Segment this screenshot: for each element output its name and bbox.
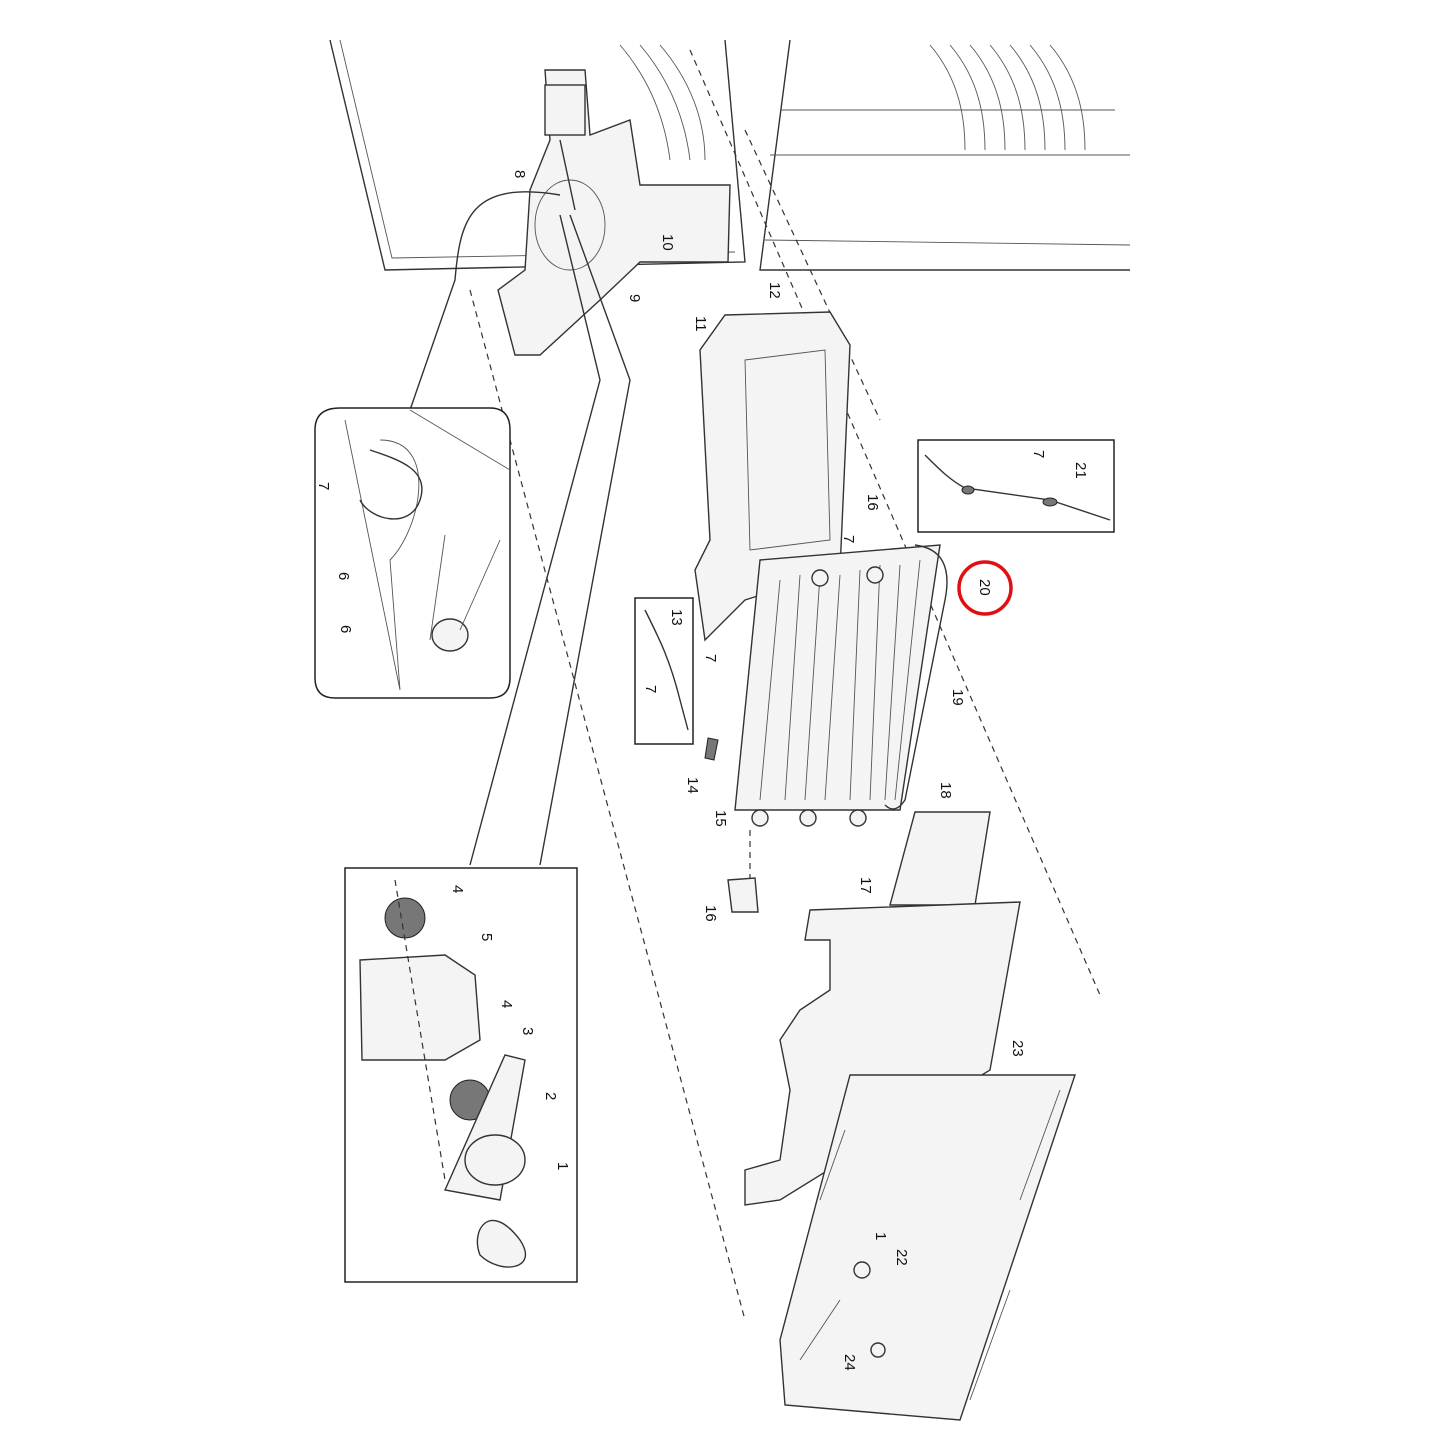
callout-23: 23 bbox=[1009, 1040, 1026, 1057]
callout-10: 10 bbox=[659, 234, 676, 251]
part-14 bbox=[704, 737, 719, 761]
callout-5: 5 bbox=[478, 933, 495, 941]
fan-housing-part bbox=[497, 69, 731, 356]
highlight-circle bbox=[957, 560, 1013, 616]
inset-thermostat bbox=[634, 597, 694, 745]
callout-22: 22 bbox=[893, 1249, 910, 1266]
guide-line bbox=[469, 289, 746, 1321]
callout-6: 6 bbox=[335, 572, 352, 580]
callout-4: 4 bbox=[498, 1000, 515, 1008]
callout-17: 17 bbox=[857, 877, 874, 894]
callout-8: 8 bbox=[511, 170, 528, 178]
callout-11: 11 bbox=[692, 316, 709, 332]
callout-7: 7 bbox=[1030, 450, 1047, 458]
callout-7: 7 bbox=[642, 685, 659, 693]
inset-wire-connector bbox=[314, 407, 511, 699]
back-panel-parts bbox=[744, 811, 1021, 1206]
callout-9: 9 bbox=[626, 294, 643, 302]
callout-16: 16 bbox=[702, 905, 719, 922]
inset-fan-motor bbox=[344, 867, 578, 1283]
callout-24: 24 bbox=[841, 1354, 858, 1371]
callout-2: 2 bbox=[542, 1092, 559, 1100]
guide-line bbox=[689, 49, 1101, 996]
guide-line bbox=[744, 129, 881, 421]
bracket-part-16 bbox=[727, 877, 759, 913]
inset-sensor bbox=[917, 439, 1115, 533]
callout-16: 16 bbox=[864, 494, 881, 511]
callout-21: 21 bbox=[1072, 462, 1089, 479]
callout-7: 7 bbox=[315, 482, 332, 490]
callout-3: 3 bbox=[519, 1027, 536, 1035]
callout-1: 1 bbox=[554, 1162, 571, 1170]
callout-18: 18 bbox=[937, 782, 954, 799]
callout-7: 7 bbox=[702, 654, 719, 662]
callout-14: 14 bbox=[684, 777, 701, 794]
callout-7: 7 bbox=[840, 535, 857, 543]
callout-15: 15 bbox=[712, 810, 729, 827]
cabinet-outline bbox=[329, 39, 1131, 271]
callout-19: 19 bbox=[949, 689, 966, 706]
wire-harness bbox=[409, 191, 561, 411]
evaporator-coil-part bbox=[734, 544, 948, 827]
callout-12: 12 bbox=[766, 282, 783, 299]
leader-line bbox=[539, 214, 631, 866]
callout-13: 13 bbox=[668, 609, 685, 626]
callout-6: 6 bbox=[337, 625, 354, 633]
callout-labels: 8 10 9 12 11 7 6 6 16 7 7 21 20 13 7 7 1… bbox=[315, 170, 1089, 1371]
callout-1: 1 bbox=[872, 1232, 889, 1240]
callout-20: 20 bbox=[976, 579, 993, 596]
front-cover-part bbox=[779, 1074, 1076, 1421]
leader-line bbox=[469, 214, 601, 866]
callout-4: 4 bbox=[449, 885, 466, 893]
